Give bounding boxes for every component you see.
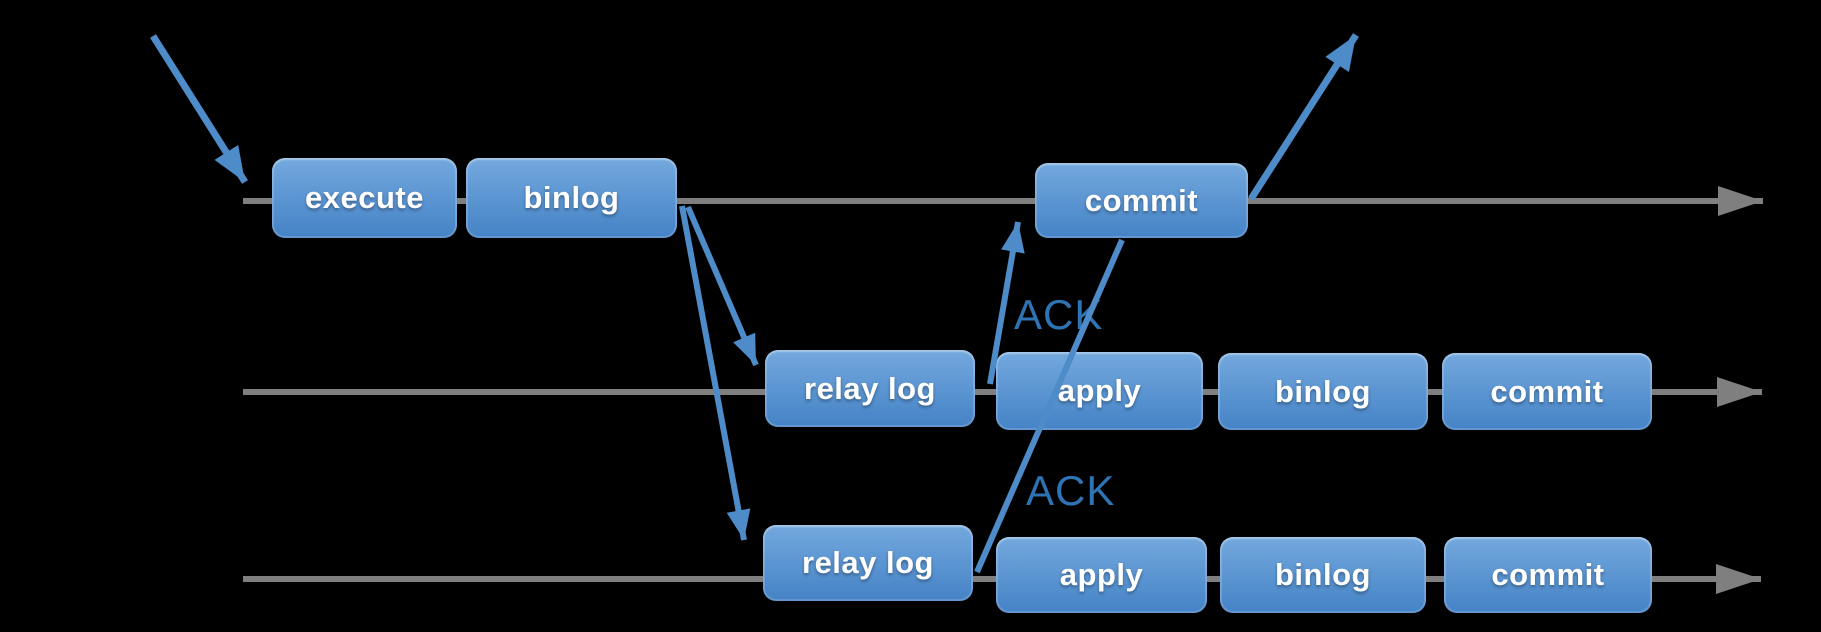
ack-label-replica2: ACK [1026, 467, 1116, 514]
box-replica2-binlog: binlog [1220, 537, 1426, 613]
ack-label-replica1: ACK [1014, 291, 1104, 338]
box-replica2-apply: apply [996, 537, 1207, 613]
box-replica2-relaylog: relay log [763, 525, 973, 601]
box-replica1-commit: commit [1442, 353, 1652, 430]
binlog-to-replica2-relaylog-arrow [679, 205, 751, 541]
box-master-commit: commit [1035, 163, 1248, 238]
binlog-to-replica1-relaylog-arrow [685, 205, 759, 367]
box-replica1-apply: apply [996, 352, 1203, 430]
box-replica1-relaylog: relay log [765, 350, 975, 427]
client-response-arrow [1248, 33, 1359, 201]
box-replica1-binlog: binlog [1218, 353, 1428, 430]
box-master-binlog: binlog [466, 158, 677, 238]
box-master-execute: execute [272, 158, 457, 238]
box-replica2-commit: commit [1444, 537, 1652, 613]
client-request-arrow [150, 34, 248, 184]
